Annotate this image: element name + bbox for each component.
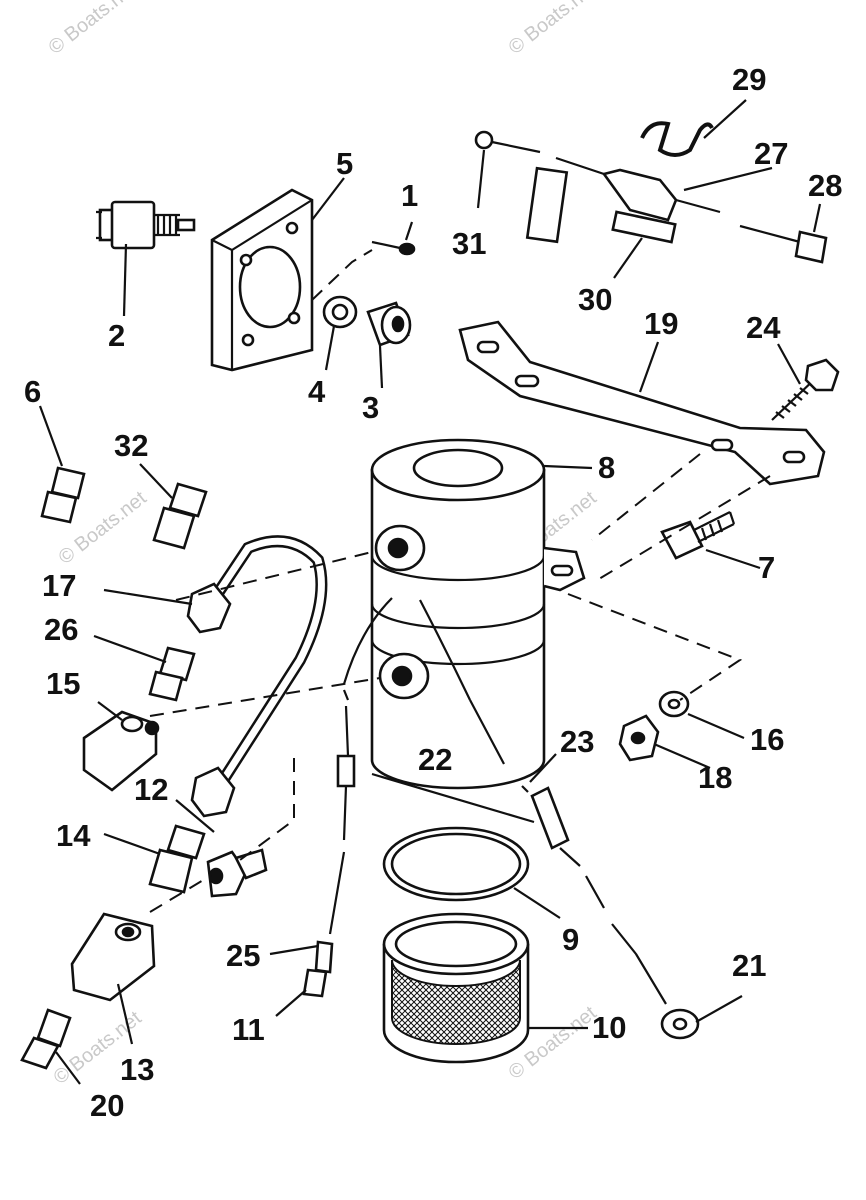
callout-29: 29 bbox=[732, 62, 766, 97]
callout-17: 17 bbox=[42, 568, 76, 603]
callout-26: 26 bbox=[44, 612, 78, 647]
leader-lines bbox=[38, 99, 822, 1085]
screw-part bbox=[371, 240, 416, 256]
fuse-harness-part bbox=[474, 130, 828, 264]
callout-30: 30 bbox=[578, 282, 612, 317]
callout-9: 9 bbox=[562, 922, 579, 957]
fitting-14-part bbox=[148, 824, 206, 894]
fitting-20-part bbox=[20, 1008, 72, 1070]
callout-18: 18 bbox=[698, 760, 732, 795]
callout-3: 3 bbox=[362, 390, 379, 425]
bracket-part bbox=[458, 320, 826, 486]
knob-part bbox=[366, 301, 412, 347]
callout-31: 31 bbox=[452, 226, 486, 261]
callout-5: 5 bbox=[336, 146, 353, 181]
callout-23: 23 bbox=[560, 724, 594, 759]
watermark-top-right: © Boats.net bbox=[505, 0, 601, 59]
callout-16: 16 bbox=[750, 722, 784, 757]
callout-32: 32 bbox=[114, 428, 148, 463]
clip-part bbox=[640, 121, 714, 157]
nut-18-part bbox=[618, 714, 660, 762]
bolt-7-part bbox=[660, 511, 736, 560]
o-ring-part bbox=[382, 826, 530, 902]
fuel-line-part bbox=[186, 535, 328, 818]
callout-25: 25 bbox=[226, 938, 260, 973]
callout-10: 10 bbox=[592, 1010, 626, 1045]
bolt-24-part bbox=[771, 358, 840, 421]
connector-block-15-part bbox=[82, 710, 160, 792]
callout-labels: 1 2 3 4 5 6 7 8 9 10 11 12 13 14 15 16 1… bbox=[24, 62, 842, 1123]
callout-27: 27 bbox=[754, 136, 788, 171]
callout-7: 7 bbox=[758, 550, 775, 585]
watermark-top-left: © Boats.net bbox=[45, 0, 141, 59]
callout-4: 4 bbox=[308, 374, 326, 409]
callout-24: 24 bbox=[746, 310, 781, 345]
fitting-12-part bbox=[206, 848, 268, 898]
filter-element-part bbox=[382, 912, 530, 1064]
wire-harness-part bbox=[302, 689, 700, 1040]
callout-2: 2 bbox=[108, 318, 125, 353]
callout-6: 6 bbox=[24, 374, 41, 409]
callout-22: 22 bbox=[418, 742, 452, 777]
fitting-26-part bbox=[148, 646, 196, 702]
callout-12: 12 bbox=[134, 772, 168, 807]
callout-8: 8 bbox=[598, 450, 615, 485]
fitting-6-part bbox=[40, 466, 86, 524]
callout-11: 11 bbox=[232, 1012, 265, 1047]
assembly-lines bbox=[149, 249, 771, 913]
callout-13: 13 bbox=[120, 1052, 154, 1087]
callout-28: 28 bbox=[808, 168, 842, 203]
fuel-pump-part bbox=[342, 438, 586, 790]
toggle-switch-part bbox=[96, 200, 196, 250]
washer-16-part bbox=[658, 690, 690, 718]
callout-14: 14 bbox=[56, 818, 91, 853]
nut-part bbox=[322, 295, 358, 329]
callout-19: 19 bbox=[644, 306, 678, 341]
callout-20: 20 bbox=[90, 1088, 124, 1123]
mounting-plate-part bbox=[210, 188, 314, 372]
callout-15: 15 bbox=[46, 666, 80, 701]
callout-21: 21 bbox=[732, 948, 766, 983]
callout-1: 1 bbox=[401, 178, 418, 213]
connector-block-13-part bbox=[70, 912, 156, 1002]
fitting-32-part bbox=[152, 482, 208, 550]
